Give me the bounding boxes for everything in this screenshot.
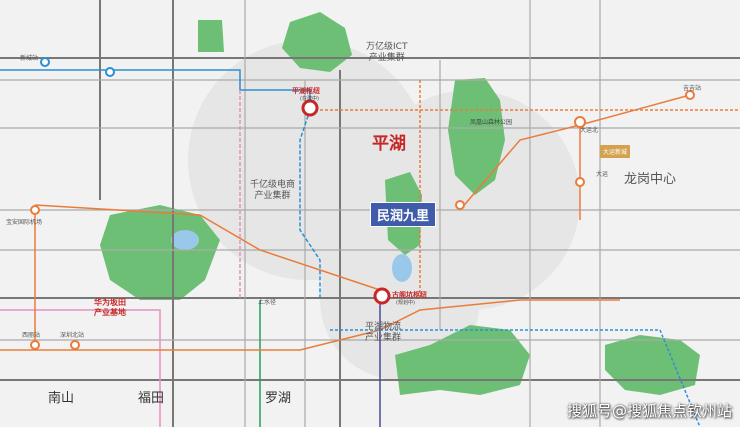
gudong-hub-label: 古阁坑枢纽 (392, 291, 427, 299)
station-airport: 宝安国际机场 (6, 219, 43, 226)
station-dayun: 大运 (596, 171, 609, 178)
district-longgang-center: 龙岗中心 (624, 172, 677, 187)
project-marker[interactable]: 民润九里 (370, 202, 437, 227)
reservoir-central (392, 254, 412, 282)
green-park-nw (198, 20, 224, 52)
pinghu-hub-label: 平湖枢纽 (292, 87, 320, 95)
fenghuang-park-label: 凤凰山森林公园 (470, 119, 513, 126)
huawei-base-label: 华为坂田 产业基地 (94, 298, 126, 317)
district-futian: 福田 (138, 391, 165, 406)
station-shangshuijing: 上水径 (258, 299, 277, 306)
green-park-south (395, 325, 530, 395)
dayun-tag: 大运新城 (600, 145, 631, 158)
station-longhua: 新城站 (20, 55, 39, 62)
reservoir-west (171, 230, 199, 250)
district-nanshan: 南山 (48, 391, 75, 406)
green-fenghuang-park (448, 78, 505, 195)
green-park-southeast (605, 335, 700, 395)
station-shenzhen-north: 深圳北站 (60, 332, 85, 339)
watermark: 搜狐号@搜狐焦点钦州站 (566, 402, 732, 420)
district-pinghu: 平湖 (372, 134, 406, 154)
station-xilizhan: 西丽站 (22, 332, 41, 339)
station-jiyuan: 吉吉站 (683, 85, 702, 92)
green-park-west (100, 205, 220, 300)
pinghu-hub-sub: (在建中) (300, 96, 319, 102)
cluster-ict: 万亿级ICT 产业集群 (366, 42, 408, 63)
gudong-hub-sub: (规划中) (396, 300, 415, 306)
metro-lines (0, 69, 740, 427)
station-dayunbei: 大运北 (580, 127, 599, 134)
cluster-logistics: 平湖物流 产业集群 (365, 322, 402, 343)
cluster-ecommerce: 千亿级电商 产业集群 (250, 180, 296, 201)
hub-markers (301, 99, 391, 305)
station-markers (30, 90, 695, 350)
district-luohu: 罗湖 (265, 391, 292, 406)
